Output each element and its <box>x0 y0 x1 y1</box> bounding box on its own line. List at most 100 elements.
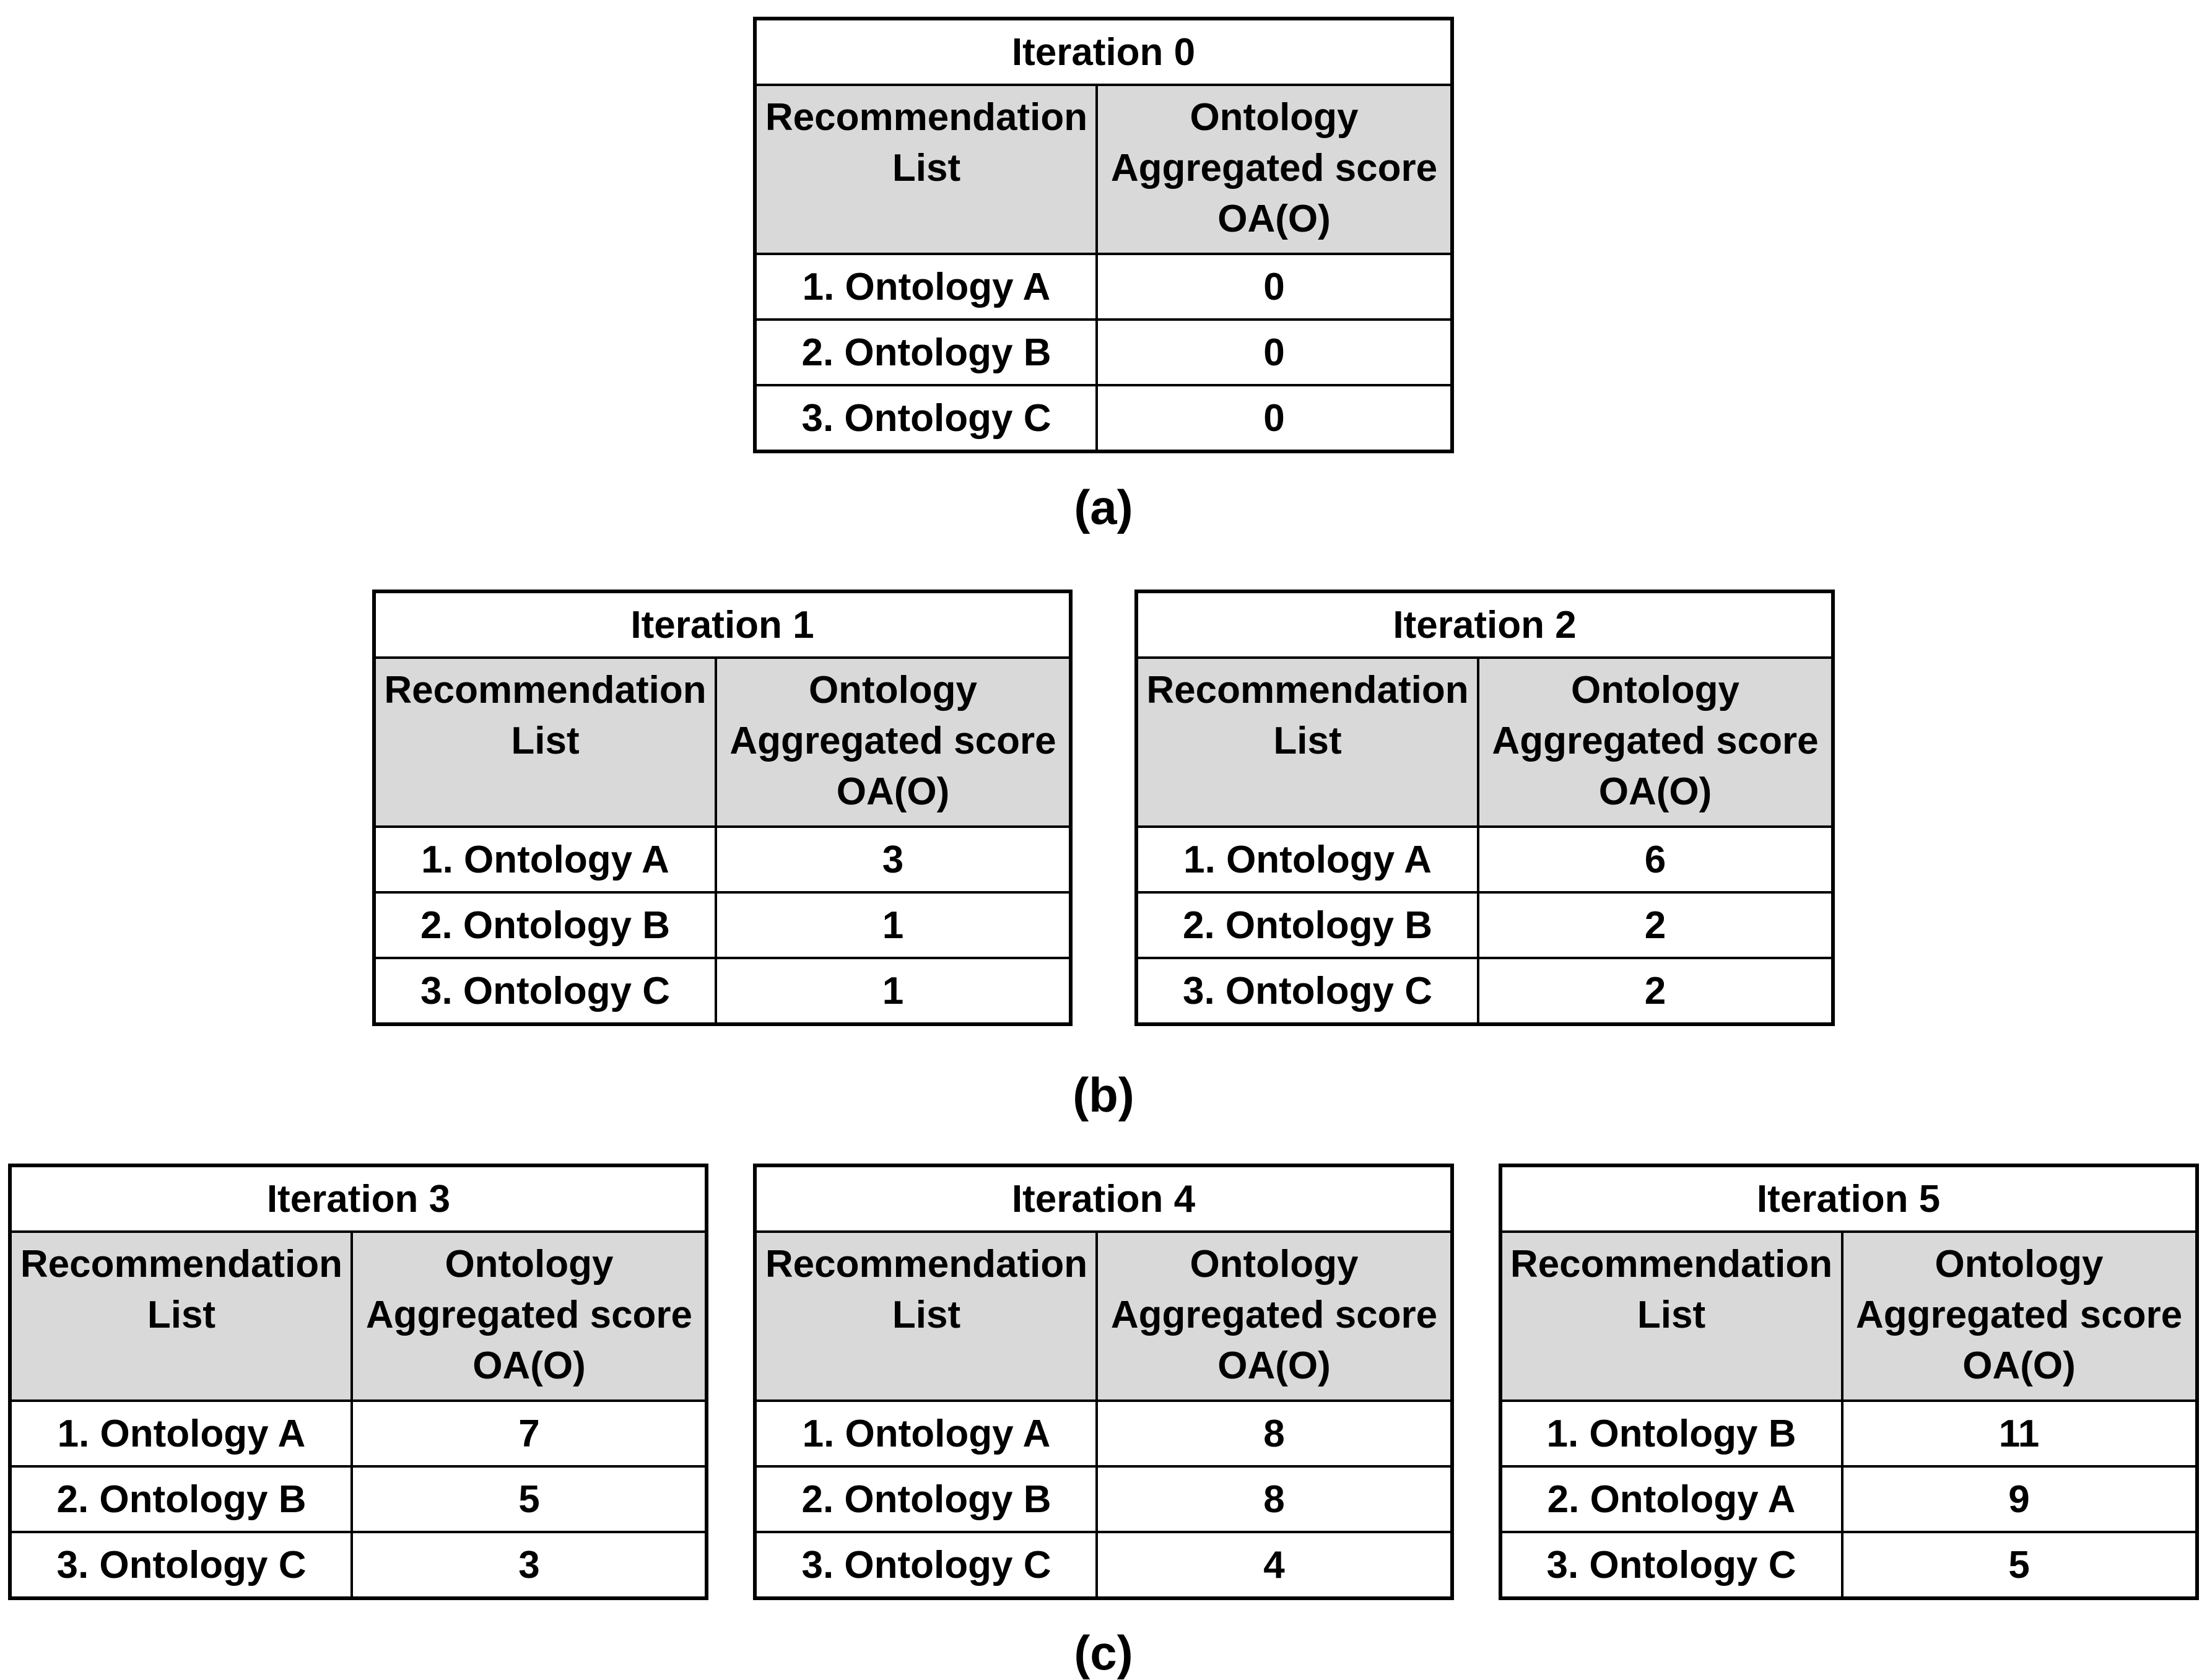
header-line: Ontology <box>1190 96 1359 139</box>
table-title-row: Iteration 0 <box>754 17 1453 86</box>
header-line: Recommendation <box>1510 1243 1833 1286</box>
ontology-label: 1. Ontology B <box>1499 1399 1844 1468</box>
table-header-row: Recommendation List Ontology Aggregated … <box>372 656 1073 828</box>
header-line: Aggregated score <box>729 720 1056 762</box>
ontology-label: 1. Ontology A <box>754 1399 1099 1468</box>
ontology-label: 1. Ontology A <box>9 1399 354 1468</box>
table-row: 1. Ontology A 8 <box>754 1399 1453 1468</box>
aggregated-score: 9 <box>1840 1465 2198 1533</box>
col-header-ontology-aggregated-score: Ontology Aggregated score OA(O) <box>714 656 1073 828</box>
iteration-4-table: Iteration 4 Recommendation List Ontology… <box>753 1164 1454 1600</box>
table-title: Iteration 5 <box>1499 1164 2198 1233</box>
header-line: Recommendation <box>1146 669 1469 712</box>
header-line: Recommendation <box>384 669 707 712</box>
header-line: Ontology <box>808 669 978 712</box>
col-header-recommendation-list: Recommendation List <box>9 1230 354 1402</box>
ontology-label: 2. Ontology B <box>9 1465 354 1533</box>
ontology-label: 3. Ontology C <box>754 384 1099 453</box>
table-header-row: Recommendation List Ontology Aggregated … <box>1135 656 1835 828</box>
table-row: 1. Ontology A 6 <box>1135 825 1835 894</box>
table-row: 2. Ontology B 0 <box>754 318 1453 386</box>
iteration-5-table: Iteration 5 Recommendation List Ontology… <box>1498 1164 2199 1600</box>
header-line: Aggregated score <box>1492 720 1819 762</box>
col-header-ontology-aggregated-score: Ontology Aggregated score OA(O) <box>1095 84 1453 255</box>
iteration-0-table: Iteration 0 Recommendation List Ontology… <box>753 17 1454 453</box>
ontology-label: 3. Ontology C <box>9 1531 354 1599</box>
aggregated-score: 7 <box>350 1399 708 1468</box>
aggregated-score: 1 <box>714 891 1073 959</box>
caption-a: (a) <box>1074 480 1133 534</box>
table-row: 2. Ontology B 2 <box>1135 891 1835 959</box>
ontology-label: 3. Ontology C <box>1135 957 1479 1025</box>
header-line: Ontology <box>1935 1243 2104 1286</box>
table-title: Iteration 4 <box>754 1164 1453 1233</box>
table-row: 3. Ontology C 5 <box>1499 1531 2198 1599</box>
header-line: Recommendation <box>765 96 1088 139</box>
ontology-label: 1. Ontology A <box>1135 825 1479 894</box>
aggregated-score: 8 <box>1095 1399 1453 1468</box>
ontology-label: 3. Ontology C <box>754 1531 1099 1599</box>
aggregated-score: 0 <box>1095 384 1453 453</box>
header-line: List <box>892 147 961 189</box>
table-row: 3. Ontology C 4 <box>754 1531 1453 1599</box>
ontology-label: 2. Ontology B <box>754 1465 1099 1533</box>
table-title-row: Iteration 4 <box>754 1164 1453 1233</box>
table-title: Iteration 2 <box>1134 590 1835 659</box>
ontology-label: 1. Ontology A <box>754 253 1099 321</box>
section-a-table-row: Iteration 0 Recommendation List Ontology… <box>753 17 1454 453</box>
ontology-label: 3. Ontology C <box>372 957 717 1025</box>
table-header-row: Recommendation List Ontology Aggregated … <box>1499 1230 2198 1402</box>
ontology-label: 2. Ontology B <box>1135 891 1479 959</box>
iteration-3-table: Iteration 3 Recommendation List Ontology… <box>8 1164 709 1600</box>
iteration-1-table: Iteration 1 Recommendation List Ontology… <box>372 590 1073 1026</box>
aggregated-score: 3 <box>350 1531 708 1599</box>
header-line: List <box>147 1294 216 1336</box>
table-row: 1. Ontology A 7 <box>9 1399 708 1468</box>
aggregated-score: 2 <box>1476 891 1835 959</box>
table-title-row: Iteration 3 <box>9 1164 708 1233</box>
header-line: List <box>892 1294 961 1336</box>
aggregated-score: 0 <box>1095 318 1453 386</box>
ontology-label: 2. Ontology B <box>372 891 717 959</box>
header-line: List <box>1637 1294 1706 1336</box>
table-row: 1. Ontology A 3 <box>372 825 1073 894</box>
header-line: Ontology <box>1190 1243 1359 1286</box>
col-header-recommendation-list: Recommendation List <box>754 1230 1099 1402</box>
col-header-recommendation-list: Recommendation List <box>1135 656 1479 828</box>
aggregated-score: 5 <box>1840 1531 2198 1599</box>
table-title-row: Iteration 2 <box>1134 590 1835 659</box>
header-line: Aggregated score <box>365 1294 693 1336</box>
table-header-row: Recommendation List Ontology Aggregated … <box>9 1230 708 1402</box>
iteration-2-table: Iteration 2 Recommendation List Ontology… <box>1134 590 1835 1026</box>
header-line: OA(O) <box>1217 1344 1331 1387</box>
header-line: Aggregated score <box>1855 1294 2183 1336</box>
caption-c: (c) <box>1074 1626 1133 1680</box>
table-row: 3. Ontology C 2 <box>1135 957 1835 1025</box>
aggregated-score: 2 <box>1476 957 1835 1025</box>
table-row: 3. Ontology C 3 <box>9 1531 708 1599</box>
table-row: 2. Ontology B 1 <box>372 891 1073 959</box>
table-title-row: Iteration 1 <box>372 590 1073 659</box>
col-header-ontology-aggregated-score: Ontology Aggregated score OA(O) <box>1476 656 1835 828</box>
aggregated-score: 3 <box>714 825 1073 894</box>
table-header-row: Recommendation List Ontology Aggregated … <box>754 84 1453 255</box>
header-line: List <box>511 720 580 762</box>
aggregated-score: 8 <box>1095 1465 1453 1533</box>
header-line: Recommendation <box>765 1243 1088 1286</box>
aggregated-score: 0 <box>1095 253 1453 321</box>
header-line: OA(O) <box>836 770 950 813</box>
ontology-label: 3. Ontology C <box>1499 1531 1844 1599</box>
ontology-label: 2. Ontology B <box>754 318 1099 386</box>
aggregated-score: 1 <box>714 957 1073 1025</box>
header-line: Aggregated score <box>1110 147 1438 189</box>
section-c-table-row: Iteration 3 Recommendation List Ontology… <box>8 1164 2199 1600</box>
table-title-row: Iteration 5 <box>1499 1164 2198 1233</box>
header-line: Ontology <box>1570 669 1740 712</box>
header-line: OA(O) <box>1962 1344 2076 1387</box>
table-title: Iteration 3 <box>9 1164 708 1233</box>
col-header-recommendation-list: Recommendation List <box>1499 1230 1844 1402</box>
ontology-label: 1. Ontology A <box>372 825 717 894</box>
col-header-recommendation-list: Recommendation List <box>372 656 717 828</box>
table-title: Iteration 1 <box>372 590 1073 659</box>
col-header-ontology-aggregated-score: Ontology Aggregated score OA(O) <box>1095 1230 1453 1402</box>
